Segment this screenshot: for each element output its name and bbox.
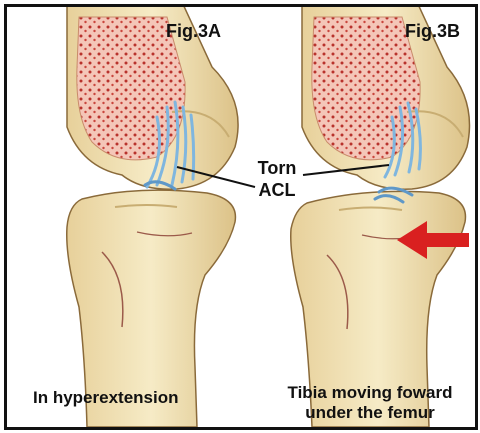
figure-label-3a: Fig.3A	[166, 21, 221, 42]
caption-3b-line2: under the femur	[265, 403, 475, 423]
torn-label-line1: Torn	[251, 157, 303, 179]
caption-3b: Tibia moving foward under the femur	[265, 383, 475, 423]
torn-acl-label: Torn ACL	[251, 157, 303, 201]
figure-frame: Fig.3A Fig.3B Torn ACL In hyperextension…	[4, 4, 478, 430]
knee-illustration	[7, 7, 475, 427]
caption-3b-line1: Tibia moving foward	[265, 383, 475, 403]
figure-label-3b: Fig.3B	[405, 21, 460, 42]
panel-3a	[67, 7, 255, 427]
caption-3a: In hyperextension	[33, 388, 213, 408]
torn-label-line2: ACL	[251, 179, 303, 201]
panel-3b	[291, 7, 470, 427]
